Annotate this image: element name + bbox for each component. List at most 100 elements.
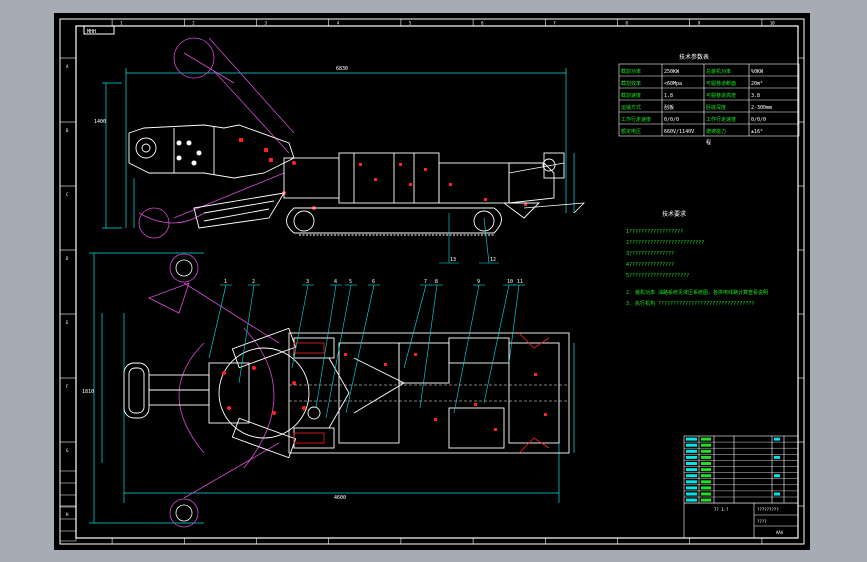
title-block-row-name [701, 474, 711, 478]
title-block-row-name [701, 437, 711, 441]
part-balloon: 9 [477, 279, 480, 285]
tech-param-cell: 卧底深度 [706, 104, 726, 111]
border-letter-left: A [66, 64, 69, 69]
tech-param-cell: 刮板 [664, 104, 674, 111]
title-block-row-code [686, 486, 697, 490]
tech-param-cell: 1.8 [664, 93, 673, 99]
border-number-top: 9 [698, 21, 701, 26]
title-block-row-qty [774, 455, 780, 459]
title-block-row-code [686, 468, 697, 472]
dim-length-top: 6830 [336, 66, 348, 72]
tech-param-cell: %0KW [751, 69, 764, 75]
border-number-top: 1 [120, 21, 123, 26]
tech-param-cell: 截割功率 [621, 68, 641, 75]
part-balloon: 1 [224, 279, 227, 285]
tech-param-cell: 爬坡能力 [706, 128, 726, 135]
tech-param-cell: 总装机功率 [706, 68, 731, 75]
title-block-row-name [701, 449, 711, 453]
tech-req-line: 2. 装机功率 油路系统见液压系统图，各供电线路计算查看说明 [626, 289, 768, 296]
header-box [83, 25, 115, 35]
border-letter-left: H [66, 512, 69, 517]
tech-req-line: 3??????????????? [626, 251, 674, 257]
part-balloon: 6 [372, 279, 375, 285]
tech-req-line: 4??????????????? [626, 262, 674, 268]
title-block-row-name [701, 455, 711, 459]
part-balloons: 1 2 3 4 5 6 7 8 9 10 11 [224, 279, 523, 285]
part-balloon: 7 [424, 279, 427, 285]
tech-param-cell: 工作行走速度 [706, 116, 736, 123]
tech-param-cell: 2-300mm [751, 105, 772, 111]
title-block-row-code [686, 474, 697, 478]
title-block-row-code [686, 480, 697, 484]
tech-req-line: 5???????????????????? [626, 273, 689, 279]
title-block-row-name [701, 480, 711, 484]
part-balloon: 8 [435, 279, 438, 285]
title-block: ????????? ???? 7? 1:? AAA [683, 435, 799, 539]
border-number-top: 2 [192, 21, 195, 26]
title-block-row-name [701, 468, 711, 472]
part-balloon: 2 [252, 279, 255, 285]
inner-frame [75, 25, 799, 539]
border-number-top: 10 [770, 21, 775, 26]
border-letter-left: E [66, 320, 69, 325]
title-block-row-name [701, 443, 711, 447]
dim-length-bottom: 4600 [334, 495, 346, 501]
title-block-row-name [701, 486, 711, 490]
title-block-row-name [701, 498, 711, 502]
tech-param-cell: 可掘巷道高度 [706, 92, 736, 99]
part-balloon: 4 [334, 279, 337, 285]
title-block-code-2: ???? [757, 519, 767, 524]
border-number-top: 3 [265, 21, 268, 26]
title-block-row-code [686, 437, 697, 441]
title-block-row-qty [774, 474, 780, 478]
title-block-row-name [701, 492, 711, 496]
dim-height-left: 1400 [94, 119, 106, 125]
tech-param-cell: ±16° [751, 129, 763, 135]
tech-req-line: 3. 执行机构 ???????????????????????????????? [626, 300, 754, 307]
tech-param-cell: 0/0/0 [664, 117, 679, 123]
header-box-label: MHH [87, 29, 96, 35]
part-balloon: 11 [517, 279, 523, 285]
border-letter-left: B [66, 128, 69, 133]
title-block-code-1: ????????? [757, 507, 779, 512]
top-view: 1810 4600 [82, 252, 575, 528]
outer-frame [59, 18, 805, 545]
tech-params-title: 技术参数表 [679, 53, 709, 61]
border-markers [60, 19, 804, 544]
title-block-row-qty [774, 437, 780, 441]
border-number-top: 7 [553, 21, 556, 26]
border-number-top: 6 [481, 21, 484, 26]
side-view: 6830 1400 [94, 37, 586, 264]
title-block-mark-small: 7? 1:? [714, 507, 729, 512]
tech-param-cell: 3.8 [751, 93, 760, 99]
dim-width-left: 1810 [82, 389, 94, 395]
tech-param-cell: 截割速度 [621, 92, 641, 99]
title-block-row-code [686, 498, 697, 502]
revision-block [59, 470, 77, 542]
tech-requirements: 技术要求 1??????????????????2???????????????… [626, 210, 768, 307]
part-balloon: 3 [306, 279, 309, 285]
border-number-top: 8 [626, 21, 629, 26]
balloon-13: 13 [450, 257, 456, 263]
tech-req-title: 技术要求 [662, 210, 686, 218]
border-number-top: 4 [337, 21, 340, 26]
tech-param-cell: 0/0/0 [751, 117, 766, 123]
border-number-top: 5 [409, 21, 412, 26]
title-block-scale: AAA [776, 530, 784, 535]
title-block-row-name [701, 462, 711, 465]
tech-param-cell: <60Mpa [664, 81, 682, 87]
tech-param-cell: 运输方式 [621, 104, 641, 111]
tech-param-cell: 660V/1140V [664, 129, 694, 135]
tech-param-cell: 工作行走速度 [621, 116, 651, 123]
title-block-row-code [686, 443, 697, 447]
border-letter-left: C [66, 192, 69, 197]
part-balloon: 10 [507, 279, 513, 285]
part-balloon: 5 [349, 279, 352, 285]
tech-param-cell: 截割效率 [621, 80, 641, 87]
balloon-12: 12 [490, 257, 496, 263]
tech-req-line: 2????????????????????????? [626, 240, 704, 246]
